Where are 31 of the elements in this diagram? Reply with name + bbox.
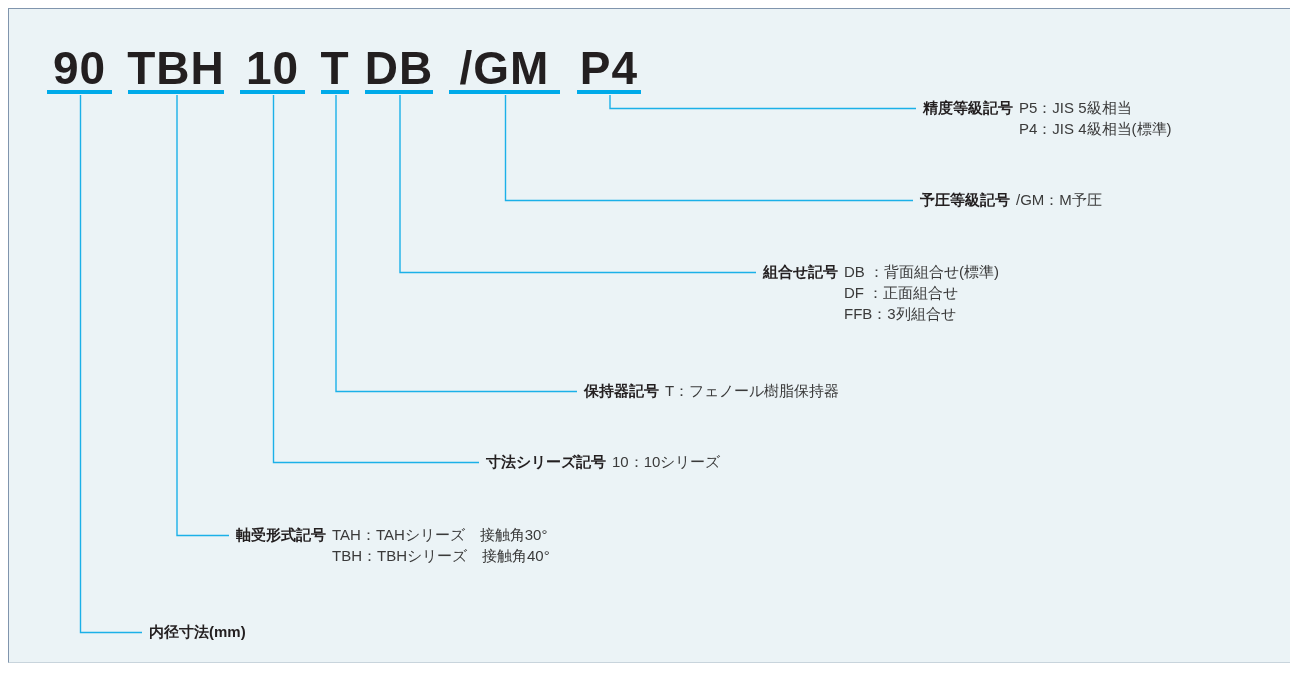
field-heading: 軸受形式記号: [236, 525, 326, 545]
option-description: /GM：M予圧: [1016, 190, 1102, 210]
leader-line: [79, 94, 143, 634]
option-description: DB ：背面組合せ(標準): [844, 262, 999, 282]
field-heading: 保持器記号: [584, 381, 659, 401]
field-heading: 内径寸法(mm): [149, 622, 246, 642]
option-description: DF ：正面組合せ: [844, 283, 960, 303]
code-segment: TBH: [128, 44, 224, 94]
leader-line: [399, 94, 757, 274]
code-segment: 10: [240, 44, 305, 94]
option-description: FFB：3列組合せ: [844, 304, 957, 324]
leader-line: [504, 94, 914, 202]
field-heading: 寸法シリーズ記号: [486, 452, 606, 472]
option-description: P4：JIS 4級相当(標準): [1019, 119, 1172, 139]
option-description: TBH：TBHシリーズ 接触角40°: [332, 546, 550, 566]
code-segment: /GM: [449, 44, 560, 94]
leader-line: [609, 94, 917, 110]
option-description: TAH：TAHシリーズ 接触角30°: [332, 525, 549, 545]
field-heading: 精度等級記号: [923, 98, 1013, 118]
leader-line: [335, 94, 578, 393]
field-heading: 予圧等級記号: [920, 190, 1010, 210]
leader-line: [272, 94, 480, 464]
field-heading: 組合せ記号: [763, 262, 838, 282]
code-segment: 90: [47, 44, 112, 94]
code-segment: DB: [365, 44, 433, 94]
code-segment: P4: [577, 44, 641, 94]
option-description: P5：JIS 5級相当: [1019, 98, 1133, 118]
code-segment: T: [321, 44, 349, 94]
option-description: T：フェノール樹脂保持器: [665, 381, 840, 401]
option-description: 10：10シリーズ: [612, 452, 721, 472]
leader-line: [176, 94, 230, 537]
